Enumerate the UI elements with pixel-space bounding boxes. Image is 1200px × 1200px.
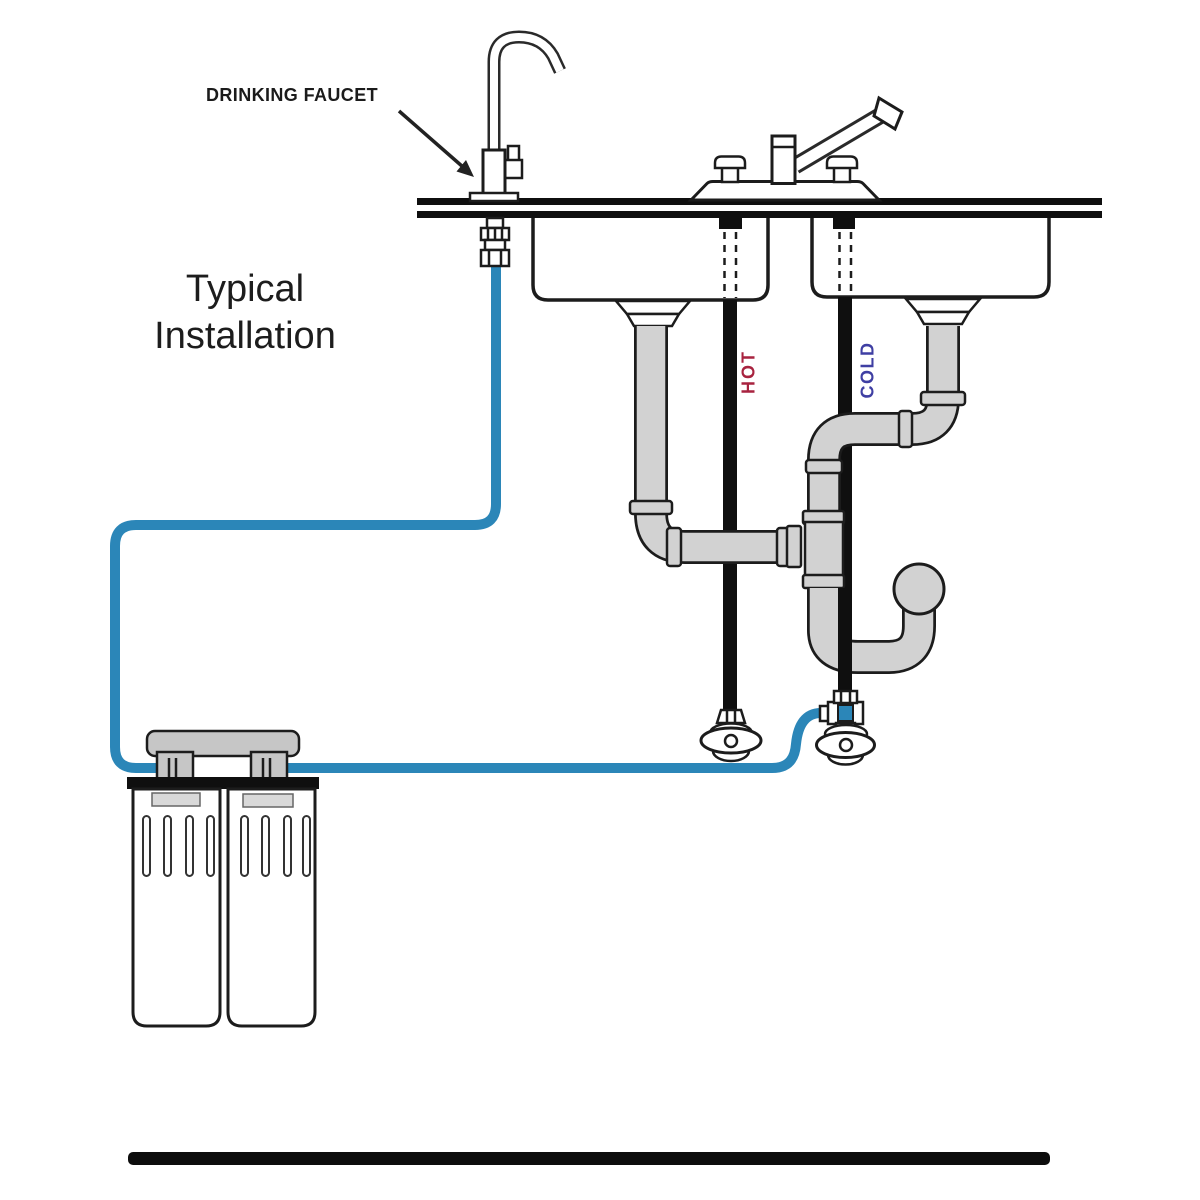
hot-supply-line xyxy=(719,217,742,710)
countertop xyxy=(417,198,1102,218)
pipe-collar xyxy=(665,526,683,568)
cold-knob xyxy=(825,155,859,170)
trap-end-cap xyxy=(892,562,946,616)
hot-label: HOT xyxy=(738,350,759,394)
faucet-base-plate xyxy=(687,180,883,202)
cold-label: COLD xyxy=(857,341,878,399)
filter-cap-band xyxy=(127,777,319,789)
title-line-2: Installation xyxy=(154,315,336,357)
kitchen-faucet xyxy=(687,95,904,202)
faucet-base xyxy=(468,191,520,203)
filter-label-right xyxy=(242,793,294,808)
pipe-collar xyxy=(628,499,674,516)
floor-line xyxy=(128,1152,1050,1165)
drain-assembly xyxy=(613,297,983,674)
water-filter-unit xyxy=(127,729,319,1028)
faucet-body xyxy=(481,148,507,199)
right-drain-flange xyxy=(903,297,983,326)
shutoff-valve-hot xyxy=(699,708,763,763)
drinking-faucet xyxy=(468,30,566,203)
faucet-supply-fitting xyxy=(479,216,511,268)
hot-knob xyxy=(713,155,747,170)
spout-column xyxy=(770,134,797,185)
drain-tee-fitting xyxy=(785,509,846,590)
title-line-1: Typical xyxy=(185,268,305,310)
spout-tip xyxy=(872,95,904,132)
drinking-faucet-label: DRINKING FAUCET xyxy=(206,85,378,105)
filter-tubing xyxy=(110,262,840,773)
p-trap xyxy=(807,562,946,674)
left-sink-basin xyxy=(531,218,770,302)
tube-filter-to-cold-valve xyxy=(283,708,840,773)
shutoff-valve-cold xyxy=(815,689,876,766)
left-drain-flange xyxy=(613,299,693,328)
pipe-collar xyxy=(897,409,914,449)
pipe-collar xyxy=(804,458,844,475)
diagram-title: Typical Installation xyxy=(125,266,365,360)
filter-housing-right xyxy=(226,787,317,1028)
filter-head-manifold xyxy=(145,729,301,758)
filter-housing-left xyxy=(131,787,222,1028)
filter-label-left xyxy=(151,792,201,807)
pipe-collar xyxy=(919,390,967,407)
pointer-arrow xyxy=(397,109,474,177)
right-sink-basin xyxy=(810,218,1051,299)
filter-housing-ridges xyxy=(142,815,311,877)
tube-faucet-to-filter xyxy=(110,262,501,773)
sink-basins xyxy=(531,218,1051,302)
